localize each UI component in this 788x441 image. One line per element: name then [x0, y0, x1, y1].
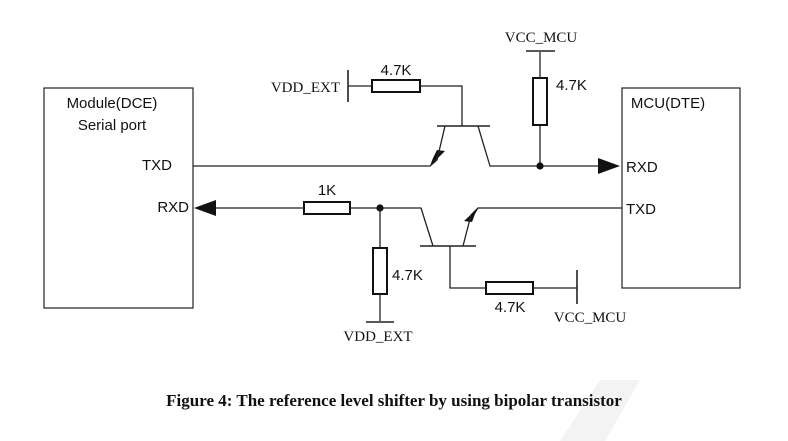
mcu-txd-label: TXD [626, 201, 656, 218]
level-shifter-schematic: Module(DCE) Serial port TXD RXD MCU(DTE)… [43, 30, 741, 345]
top-collector-lead [477, 125, 598, 167]
module-rxd-arrow [194, 200, 216, 216]
vcc-mcu-top-label: VCC_MCU [505, 30, 578, 46]
top-junction-dot [536, 162, 544, 170]
r-bottom-base-label: 4.7K [495, 299, 526, 316]
r-bottom-pullup-label: 4.7K [392, 267, 423, 284]
vcc-mcu-bottom-label: VCC_MCU [554, 310, 627, 326]
module-subtitle: Serial port [78, 117, 147, 134]
top-base-wire [420, 85, 463, 126]
mcu-rxd-label: RXD [626, 159, 658, 176]
module-box [43, 87, 194, 309]
r-top-pullup-label: 4.7K [556, 77, 587, 94]
module-title: Module(DCE) [67, 95, 158, 112]
module-txd-label: TXD [142, 157, 172, 174]
bottom-collector-lead [380, 207, 434, 247]
vdd-ext-bottom-label: VDD_EXT [343, 329, 412, 345]
figure-caption: Figure 4: The reference level shifter by… [166, 391, 622, 410]
module-rxd-label: RXD [157, 199, 189, 216]
bottom-emitter-lead [462, 214, 472, 247]
bottom-emitter-arrow [464, 207, 479, 222]
bottom-base-wire [449, 246, 486, 289]
mcu-rxd-arrow [598, 158, 620, 174]
vdd-ext-top-label: VDD_EXT [271, 80, 340, 96]
top-emitter-lead [436, 125, 446, 161]
mcu-box [621, 87, 741, 289]
r-top-base-label: 4.7K [381, 62, 412, 79]
mcu-title: MCU(DTE) [631, 95, 705, 112]
r-series-label: 1K [318, 182, 336, 199]
